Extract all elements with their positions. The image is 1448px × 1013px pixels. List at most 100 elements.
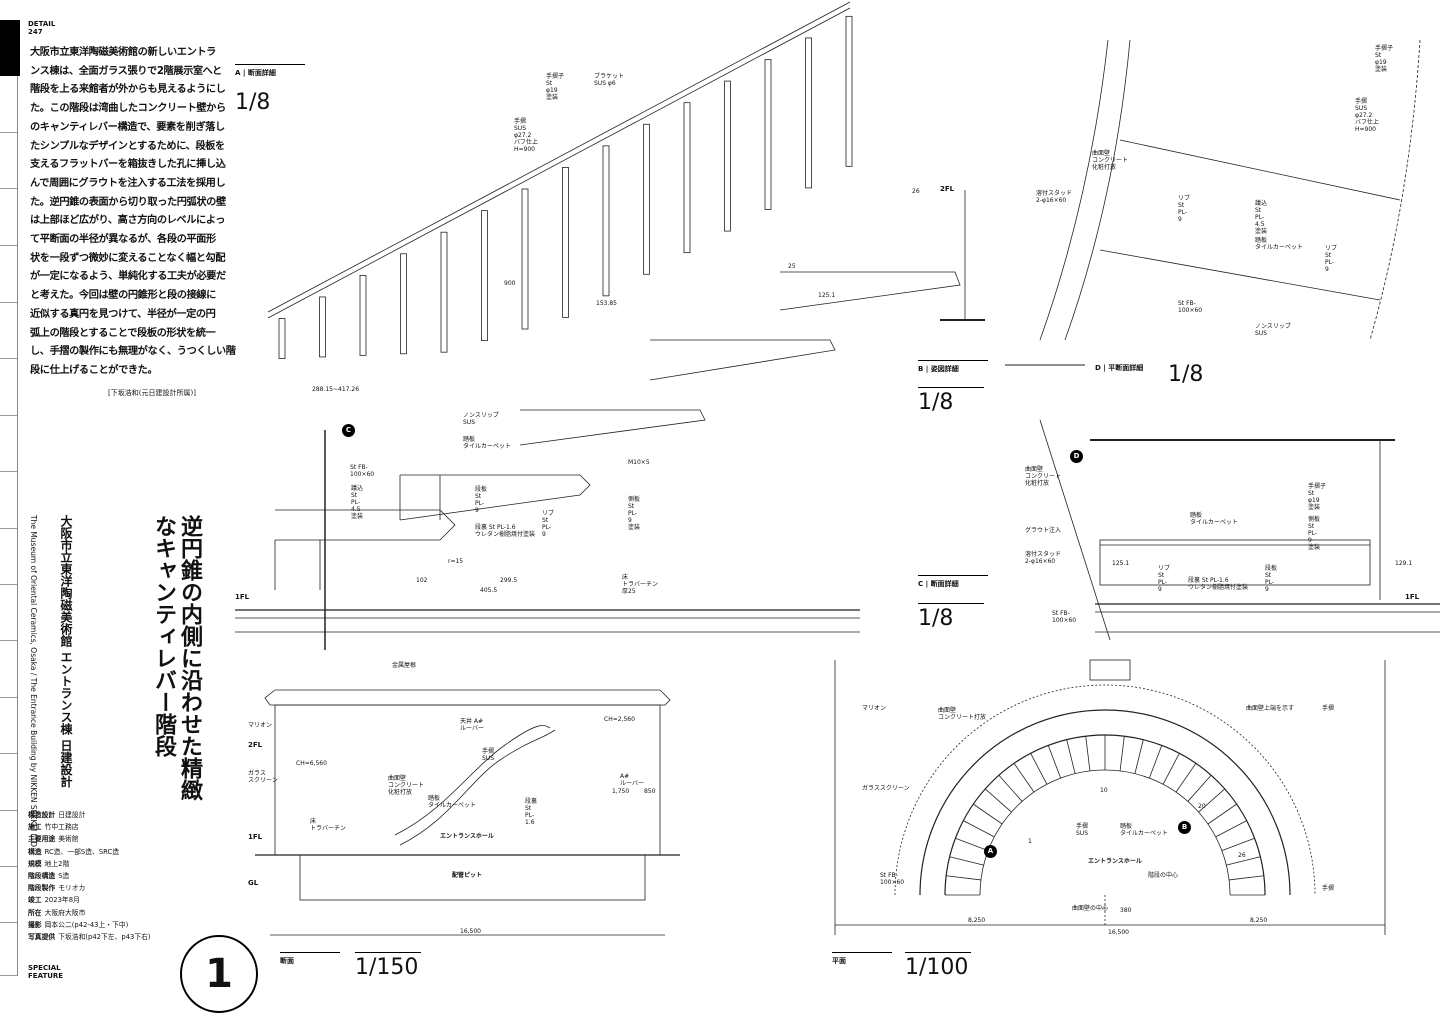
annotation-label: St FB-100×60	[880, 872, 905, 886]
edge-tick	[0, 528, 17, 529]
credit-row: 規模地上2階	[28, 858, 151, 870]
annotation-label: 850	[644, 788, 656, 795]
annotation-label: 側板 St PL-9 塗装	[628, 496, 641, 531]
annotation-label: 手摺 SUS φ27.2 バフ仕上 H=900	[1355, 98, 1380, 133]
annotation-label: 16,500	[460, 928, 481, 935]
baluster	[683, 102, 691, 254]
plan-step	[1030, 753, 1048, 785]
body-line: 状を一段ずつ微妙に変えることなく幅と勾配	[30, 252, 226, 264]
plan-step	[1187, 774, 1212, 802]
annotation-label: 曲面壁 コンクリート打放	[938, 707, 987, 721]
baluster	[602, 145, 610, 297]
credit-row: 撮影岡本公二(p42-43上・下中)	[28, 919, 151, 931]
body-line: のキャンティレバー構造で、要素を削ぎ落し	[30, 121, 225, 133]
body-line: が一定になるよう、単純化する工夫が必要だ	[30, 271, 226, 283]
body-line: て平断面の半径が異なるが、各段の平面形	[30, 234, 216, 246]
annotation-label: ガラススクリーン	[862, 785, 910, 792]
annotation-label: ブラケット SUS φ6	[594, 73, 625, 87]
stair-inner-edge	[979, 769, 1231, 896]
baluster	[278, 318, 286, 359]
credit-key: 撮影	[28, 920, 42, 929]
marker-c: C	[342, 424, 355, 437]
annotation-label: 段裏 St PL-1.6 ウレタン樹脂焼付塗装	[475, 524, 536, 538]
edge-tick	[0, 132, 17, 133]
credit-value: 下坂浩和(p42下左、p43下右)	[58, 933, 151, 942]
annotation-label: 288.15~417.26	[312, 386, 360, 393]
annotation-label: 天井 A#ルーバー	[460, 718, 484, 732]
plan-step	[998, 774, 1023, 802]
plan-step	[973, 803, 1003, 825]
body-line: 階段を上る来館者が外からも見えるようにし	[30, 84, 226, 96]
roof	[264, 689, 671, 706]
edge-tick	[0, 584, 17, 585]
credit-key: 階段製作	[28, 884, 56, 893]
annotation-label: 階段の中心	[1148, 872, 1179, 879]
annotation-label: 段板 St PL-9	[475, 486, 488, 514]
plan-step	[1148, 745, 1163, 779]
annotation-label: エントランスホール	[1088, 858, 1142, 865]
plan-step	[1047, 745, 1062, 779]
annotation-label: CH=2,560	[604, 716, 635, 723]
annotation-label: 1FL	[1405, 593, 1420, 601]
annotation-label: 299.5	[500, 577, 518, 584]
edge-tick	[0, 975, 17, 976]
handrail-line	[267, 7, 851, 319]
annotation-label: 曲面壁の中心	[1072, 905, 1109, 912]
caption-b: B | 姿図詳細	[918, 360, 988, 374]
annotation-label: 2FL	[248, 741, 263, 749]
feature-text: FEATURE	[28, 972, 64, 980]
annotation-label: 曲面壁 コンクリート 化粧打放	[388, 775, 425, 796]
body-line: 近似する真円を見つけて、半径が一定の円	[30, 308, 216, 320]
body-line: 弧上の階段とすることで段板の形状を統一	[30, 327, 216, 339]
edge-tick	[0, 640, 17, 641]
annotation-label: 20	[1198, 803, 1206, 810]
annotation-label: 段裏 St PL-1.6	[525, 798, 538, 826]
annotation-label: 手摺子 St φ19 塗装	[546, 73, 565, 101]
annotation-label: 踏板 タイルカーペット	[1190, 512, 1238, 526]
body-line: 大阪市立東洋陶磁美術館の新しいエントラ	[30, 47, 216, 58]
annotation-label: 床 トラバーチン	[310, 818, 346, 832]
plan-step	[1175, 763, 1197, 793]
step-3	[519, 409, 706, 446]
baluster	[481, 210, 488, 342]
caption-plan: 平面	[832, 952, 892, 966]
baluster	[764, 59, 772, 210]
baluster	[319, 296, 326, 358]
scale-plan: 1/100	[905, 952, 971, 980]
plan-step	[1215, 820, 1247, 838]
annotation-label: 405.5	[480, 587, 498, 594]
annotation-label: St FB-100×60	[1178, 300, 1203, 314]
annotation-label: r=15	[448, 558, 464, 565]
plan-step	[984, 788, 1012, 813]
annotation-label: 手摺子 St φ19 塗装	[1375, 45, 1394, 73]
annotation-label: 1,750	[612, 788, 630, 795]
body-line: たシンプルなデザインとするために、段板を	[30, 140, 225, 152]
credit-key: 施工	[28, 823, 42, 832]
annotation-label: 踏板 タイルカーペット	[1255, 237, 1303, 251]
annotation-label: 手摺	[1322, 705, 1335, 712]
marker-b: B	[1178, 821, 1191, 834]
body-line: んで周囲にグラウトを注入する工法を採用し	[30, 177, 226, 189]
annotation-label: 手摺 SUS φ27.2 バフ仕上 H=900	[514, 118, 539, 153]
credit-value: RC造、一部S造、SRC造	[44, 847, 120, 856]
annotation-label: マリオン	[862, 705, 887, 712]
plan-step	[1221, 837, 1255, 852]
credit-key: 階段構造	[28, 872, 56, 881]
annotation-label: リブ St PL-9	[542, 510, 555, 538]
credit-key: 竣工	[28, 896, 42, 905]
section-label: DETAIL	[28, 20, 56, 28]
plan-step	[1226, 856, 1261, 866]
annotation-label: エントランスホール	[440, 833, 494, 840]
annotation-label: リブ St PL-9	[1178, 195, 1191, 223]
body-line: た。この階段は湾曲したコンクリート壁から	[30, 103, 226, 115]
credit-key: 主要用途	[28, 835, 56, 844]
annotation-label: 1	[1028, 838, 1032, 845]
baluster	[724, 80, 731, 232]
body-line: し、手摺の製作にも無理がなく、うつくしい階	[30, 346, 236, 358]
step-5	[779, 271, 961, 311]
annotation-label: 8,250	[968, 917, 986, 924]
plan-steps	[945, 735, 1265, 896]
